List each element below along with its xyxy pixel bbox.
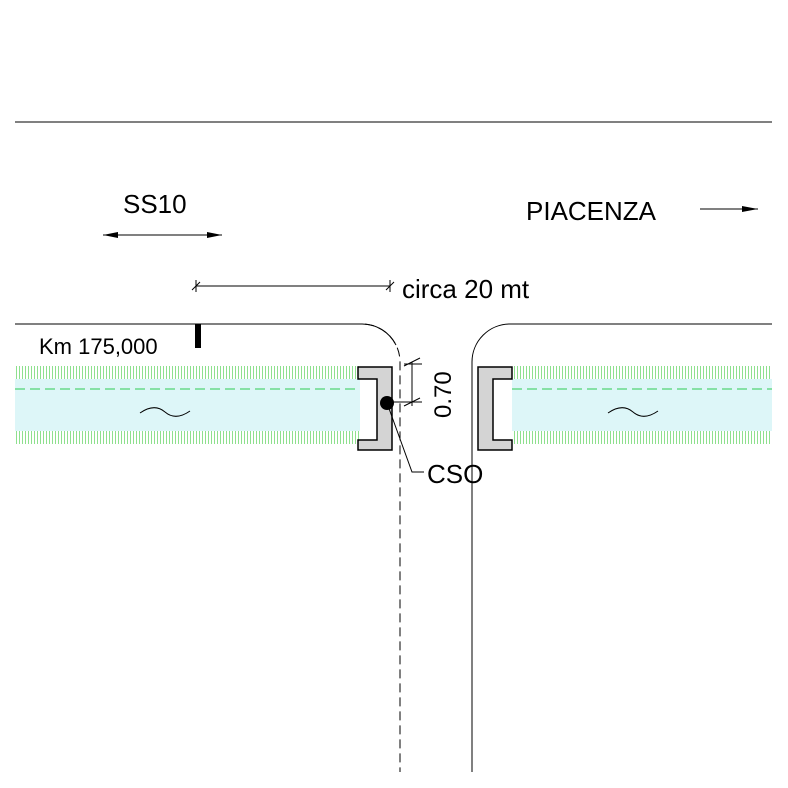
canal-right	[512, 366, 772, 444]
destination-label: PIACENZA	[526, 196, 657, 226]
distance-label: circa 20 mt	[402, 274, 530, 304]
flow-wave-icon	[607, 407, 659, 417]
road-name-label: SS10	[123, 189, 187, 219]
marker-leader-line	[386, 402, 424, 473]
offset-dimension-line	[392, 357, 422, 407]
road-edge-right	[471, 323, 772, 772]
canal-left	[15, 366, 360, 444]
culvert-head-right	[477, 366, 513, 451]
culvert-head-left	[357, 366, 393, 451]
km-post-icon	[195, 324, 201, 348]
kilometer-label: Km 175,000	[39, 334, 158, 359]
road-edge-left-solid	[15, 323, 397, 346]
direction-arrow-icon	[700, 206, 758, 212]
flow-wave-icon	[139, 407, 191, 417]
marker-label: CSO	[427, 459, 483, 489]
distance-dimension-line	[191, 280, 395, 292]
double-arrow-icon	[103, 232, 222, 238]
offset-label: 0.70	[430, 371, 457, 418]
